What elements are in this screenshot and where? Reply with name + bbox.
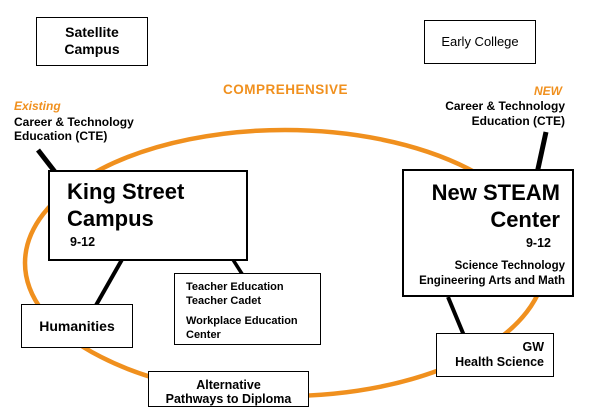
king-street-campus-box: King Street Campus 9-12 [48,170,248,261]
workplace-center-label: Center [186,329,221,341]
health-science-label: Health Science [455,355,544,369]
steam-center-box: New STEAM Center 9-12 Science Technology… [402,169,574,297]
pathways-to-diploma-label: Pathways to Diploma [165,392,292,406]
existing-cte-line-1: Career & Technology [14,115,134,129]
new-cte-line-1: Career & Technology [445,99,565,113]
teacher-education-label: Teacher Education [186,281,284,293]
king-street-title-line-1: King Street [67,179,185,204]
alternative-pathways-box: Alternative Pathways to Diploma [148,371,309,407]
comprehensive-label: COMPREHENSIVE [223,82,349,97]
humanities-label: Humanities [39,318,115,334]
king-street-title-line-2: Campus [67,206,154,231]
humanities-box: Humanities [21,304,133,348]
alternative-label: Alternative [196,378,261,392]
king-street-grades: 9-12 [70,235,96,249]
existing-tag: Existing [14,99,61,113]
satellite-line-2: Campus [64,41,120,57]
steam-grades: 9-12 [525,236,551,250]
steam-subtitle-line-1: Science Technology [454,260,565,272]
steam-subtitle-line-2: Engineering Arts and Math [419,275,565,287]
existing-cte-line-2: Education (CTE) [14,129,108,143]
workplace-education-label: Workplace Education [186,315,298,327]
steam-title-line-1: New STEAM [431,180,560,205]
new-cte-line-2: Education (CTE) [471,114,565,128]
gw-health-science-box: GW Health Science [436,333,554,377]
satellite-line-1: Satellite [65,24,119,40]
new-tag: NEW [534,84,562,98]
steam-title-line-2: Center [490,207,560,232]
satellite-campus-label: Satellite Campus [37,24,147,58]
connector-steam-to-gw [446,296,467,339]
teacher-cadet-label: Teacher Cadet [186,295,261,307]
early-college-label: Early College [441,34,519,49]
satellite-campus-box: Satellite Campus [36,17,148,66]
early-college-box: Early College [424,20,536,64]
gw-label: GW [522,340,544,354]
teacher-education-box: Teacher Education Teacher Cadet Workplac… [174,273,321,345]
